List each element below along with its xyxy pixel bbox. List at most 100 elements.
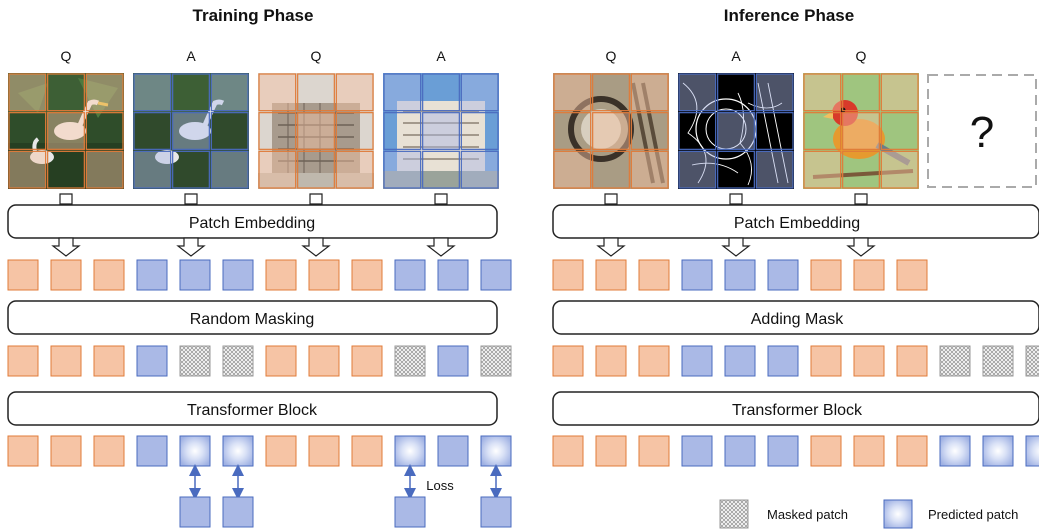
image-patch-overlay (172, 73, 210, 112)
target-answer-patch (394, 496, 426, 528)
image-connector (59, 193, 73, 205)
training-transformer-block (7, 391, 498, 426)
target-answer-patch (179, 496, 211, 528)
infer-token-answer-patch (681, 435, 713, 467)
target-answer-patch (480, 496, 512, 528)
infer-token-answer-patch (767, 259, 799, 291)
inference-patch-embedding-label: Patch Embedding (734, 215, 860, 232)
image-patch-overlay (335, 112, 374, 150)
infer-token-query-patch (638, 345, 670, 377)
train-token-answer-patch (136, 259, 168, 291)
image-patch-overlay (85, 150, 124, 189)
training-phase-title: Training Phase (193, 6, 314, 25)
adding-mask-block (552, 300, 1039, 335)
image-connector (604, 193, 618, 205)
infer-token-query-patch (853, 345, 885, 377)
train-token-query-patch (93, 345, 125, 377)
train-token-predicted-patch (480, 435, 512, 467)
hollow-down-arrow (846, 237, 876, 257)
training-image-q2 (258, 73, 374, 189)
image-patch-overlay (755, 150, 794, 189)
image-patch-overlay (422, 73, 460, 112)
train-token-answer-patch (437, 435, 469, 467)
train-token-query-patch (351, 259, 383, 291)
infer-token-query-patch (896, 259, 928, 291)
train-token-query-patch (50, 259, 82, 291)
image-connector (729, 193, 743, 205)
image-patch-overlay (842, 150, 880, 189)
image-patch-overlay (630, 150, 669, 189)
train-token-query-patch (7, 345, 39, 377)
infer-token-query-patch (638, 435, 670, 467)
inference-token-row-1 (552, 259, 928, 291)
infer-token-masked-patch (939, 345, 971, 377)
image-patch-overlay (172, 150, 210, 189)
train-token-predicted-patch (222, 435, 254, 467)
image-patch-overlay (383, 112, 422, 150)
train-token-query-patch (308, 259, 340, 291)
image-patch-overlay (553, 112, 592, 150)
infer-token-answer-patch (724, 435, 756, 467)
infer-token-answer-patch (724, 259, 756, 291)
inference-label-q1: Q (606, 48, 617, 64)
train-token-query-patch (308, 345, 340, 377)
target-answer-patch (222, 496, 254, 528)
infer-token-query-patch (595, 345, 627, 377)
training-label-q2: Q (311, 48, 322, 64)
infer-token-query-patch (896, 345, 928, 377)
image-patch-overlay (383, 73, 422, 112)
train-token-query-patch (50, 435, 82, 467)
image-patch-overlay (258, 112, 297, 150)
infer-token-query-patch (595, 259, 627, 291)
legend-masked-swatch (719, 499, 749, 529)
train-token-masked-patch (394, 345, 426, 377)
image-patch-overlay (133, 150, 172, 189)
image-connector (184, 193, 198, 205)
image-connector (309, 193, 323, 205)
training-label-q1: Q (61, 48, 72, 64)
train-token-query-patch (308, 435, 340, 467)
inference-unknown-answer-box: ? (927, 74, 1037, 188)
inference-image-q2 (803, 73, 919, 189)
image-patch-overlay (717, 150, 755, 189)
embedding-to-tokens-arrows (51, 237, 876, 257)
training-token-row-1 (7, 259, 512, 291)
hollow-down-arrow (301, 237, 331, 257)
infer-token-query-patch (853, 435, 885, 467)
random-masking-block (7, 300, 498, 335)
image-patch-overlay (85, 73, 124, 112)
train-token-query-patch (265, 435, 297, 467)
train-token-query-patch (7, 259, 39, 291)
image-patch-overlay (678, 150, 717, 189)
image-patch-overlay (755, 73, 794, 112)
train-token-answer-patch (136, 345, 168, 377)
image-patch-overlay (678, 73, 717, 112)
train-token-query-patch (93, 435, 125, 467)
train-token-query-patch (50, 345, 82, 377)
training-patch-embedding-block (7, 204, 498, 239)
train-token-answer-patch (222, 259, 254, 291)
image-patch-overlay (422, 150, 460, 189)
infer-token-predicted-patch (982, 435, 1014, 467)
training-label-a1: A (186, 48, 196, 64)
image-patch-overlay (803, 73, 842, 112)
image-patch-overlay (297, 112, 335, 150)
inference-transformer-block (552, 391, 1039, 426)
train-token-predicted-patch (179, 435, 211, 467)
infer-token-query-patch (810, 435, 842, 467)
image-patch-overlay (47, 112, 85, 150)
image-patch-overlay (717, 73, 755, 112)
infer-token-query-patch (552, 345, 584, 377)
infer-token-query-patch (552, 259, 584, 291)
image-patch-overlay (8, 150, 47, 189)
inference-patch-embedding-block (552, 204, 1039, 239)
inference-transformer-label: Transformer Block (732, 402, 863, 419)
image-patch-overlay (592, 150, 630, 189)
inference-label-q2: Q (856, 48, 867, 64)
image-patch-overlay (258, 73, 297, 112)
image-patch-overlay (630, 112, 669, 150)
train-token-answer-patch (394, 259, 426, 291)
image-patch-overlay (592, 112, 630, 150)
image-patch-overlay (172, 112, 210, 150)
